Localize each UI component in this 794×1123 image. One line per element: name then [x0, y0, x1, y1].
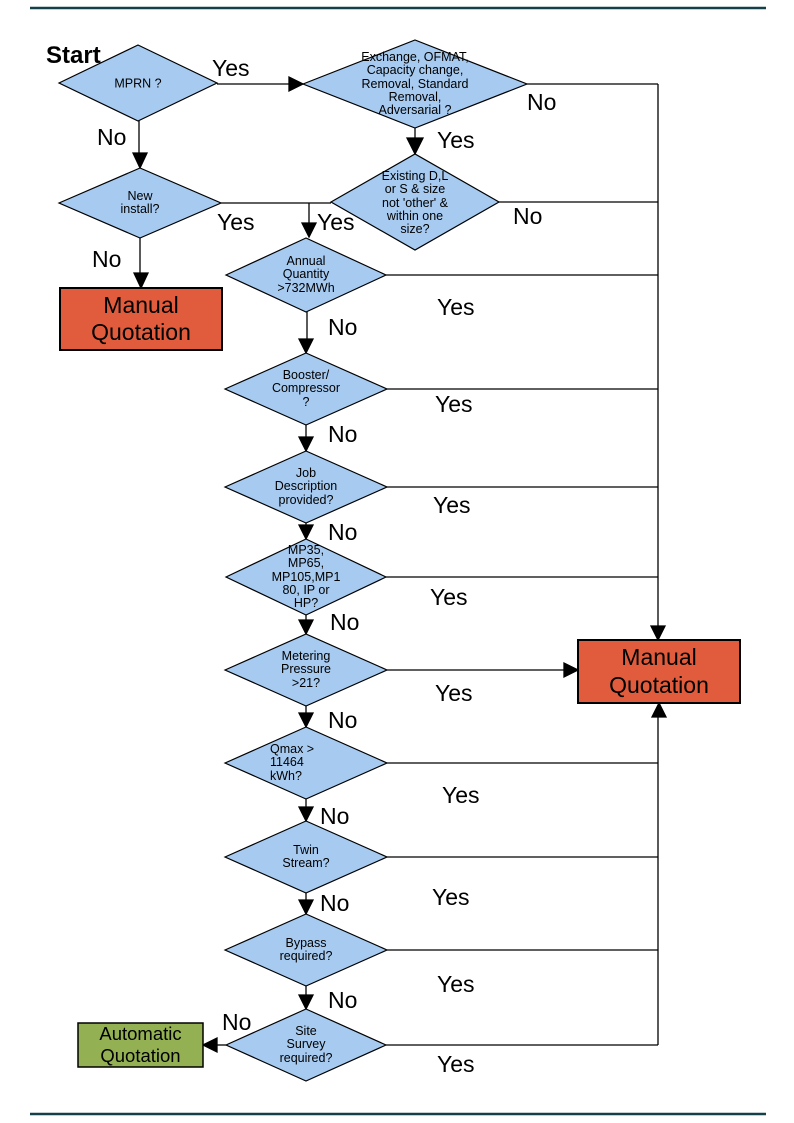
edge-label-metering-yes: Yes — [435, 680, 473, 706]
decision-bypass-label: Bypass required? — [279, 935, 333, 963]
edge-metering-yes — [387, 661, 580, 679]
edge-label-metering-no: No — [328, 707, 358, 733]
terminal-manual-right-shape — [577, 639, 741, 704]
terminal-manual-left-label: Manual Quotation — [91, 291, 191, 345]
edge-label-existing-no: No — [513, 203, 543, 229]
decision-mp35-label: MP35, MP65, MP105,MP1 80, IP or HP? — [271, 542, 341, 610]
edge-label-job-yes: Yes — [433, 492, 471, 518]
edge-twin-no — [297, 893, 315, 916]
decision-annual-label: Annual Quantity >732MWh — [277, 254, 335, 295]
decision-job-shape — [223, 450, 389, 524]
edge-label-booster-yes: Yes — [435, 391, 473, 417]
decision-new-install-shape — [57, 167, 223, 239]
arrowhead-down-icon — [297, 712, 315, 729]
arrowhead-down-icon — [405, 137, 425, 156]
edge-label-new-install-yes: Yes — [217, 209, 255, 235]
arrowhead-down-icon — [297, 619, 315, 636]
arrowhead-right-icon — [563, 661, 580, 679]
decision-exchange-label: Exchange, OFMAT, Capacity change, Remova… — [361, 49, 469, 117]
edge-label-annual-no: No — [328, 314, 358, 340]
edge-label-job-no: No — [328, 519, 358, 545]
edge-label-new-install-no: No — [92, 246, 122, 272]
decision-site-survey-label: Site Survey required? — [279, 1024, 333, 1065]
edge-mprn-no — [131, 121, 149, 170]
edge-label-exchange-no: No — [527, 89, 557, 115]
edge-label-site-yes: Yes — [437, 1051, 475, 1077]
edge-label-twin-no: No — [320, 890, 350, 916]
edge-new-install-no — [132, 238, 150, 290]
terminal-manual-right-label: Manual Quotation — [609, 644, 709, 698]
edge-mprn-yes — [217, 75, 305, 93]
edge-job-no — [297, 523, 315, 541]
edge-label-booster-no: No — [328, 421, 358, 447]
edge-label-bypass-no: No — [328, 987, 358, 1013]
arrowhead-down-icon — [297, 899, 315, 916]
terminal-manual-left-shape — [59, 287, 223, 351]
edge-site-no — [201, 1036, 226, 1054]
edge-annual-no — [297, 312, 315, 355]
edge-label-mprn-yes: Yes — [212, 55, 250, 81]
arrowhead-down-icon — [300, 222, 318, 239]
terminal-automatic-label: Automatic Quotation — [99, 1023, 182, 1066]
terminal-shapes — [59, 287, 741, 1068]
start-label: Start — [46, 42, 101, 69]
page-border-lines — [30, 6, 766, 1116]
terminal-automatic-shape — [77, 1022, 204, 1068]
trunk-lower — [650, 701, 668, 1045]
decision-metering-label: Metering Pressure >21? — [280, 649, 332, 690]
edge-label-mp35-no: No — [330, 609, 360, 635]
edge-qmax-no — [297, 799, 315, 823]
arrowhead-down-icon — [297, 524, 315, 541]
edge-label-site-no: No — [222, 1009, 252, 1035]
decision-new-install-label: New install? — [120, 188, 160, 216]
edge-booster-no — [297, 425, 315, 453]
decision-twin-label: Twin Stream? — [282, 842, 330, 870]
arrowhead-down-icon — [132, 272, 150, 290]
arrowhead-down-icon — [297, 806, 315, 823]
decision-shapes — [57, 39, 529, 1082]
edge-label-exchange-yes: Yes — [437, 127, 475, 153]
decision-qmax-label: Qmax > 11464 kWh? — [270, 742, 315, 783]
arrowhead-down-icon — [131, 152, 149, 170]
edge-label-bypass-yes: Yes — [437, 971, 475, 997]
edge-label-annual-yes: Yes — [437, 294, 475, 320]
decision-site-survey-shape — [224, 1008, 388, 1082]
decision-mprn-label: MPRN ? — [114, 76, 162, 91]
decision-job-label: Job Description provided? — [274, 466, 338, 507]
decision-qmax-shape — [223, 726, 389, 800]
decision-mprn-shape — [57, 44, 219, 122]
edge-exchange-yes — [405, 128, 425, 156]
arrowhead-down-icon — [297, 338, 315, 355]
edge-label-twin-yes: Yes — [432, 884, 470, 910]
decision-bypass-shape — [223, 913, 389, 987]
arrowhead-down-icon — [297, 994, 315, 1011]
decision-twin-shape — [223, 820, 389, 894]
arrowhead-left-icon — [201, 1036, 218, 1054]
decision-booster-label: Booster/ Compressor ? — [271, 368, 341, 409]
decision-annual-shape — [224, 237, 388, 313]
edge-metering-no — [297, 706, 315, 729]
edge-mp35-no — [297, 615, 315, 636]
edge-label-mp35-yes: Yes — [430, 584, 468, 610]
decision-metering-shape — [223, 633, 389, 707]
arrowhead-down-icon — [297, 436, 315, 453]
decision-existing-shape — [329, 153, 501, 251]
edge-label-mprn-no: No — [97, 124, 127, 150]
decision-booster-shape — [223, 352, 389, 426]
decision-mp35-shape — [224, 538, 388, 616]
edge-bypass-no — [297, 986, 315, 1011]
edge-label-existing-yes: Yes — [317, 209, 355, 235]
edge-merge-to-annual — [300, 203, 318, 239]
decision-existing-label: Existing D,L or S & size not 'other' & w… — [381, 168, 449, 236]
trunk-upper — [649, 84, 667, 642]
edge-label-qmax-no: No — [320, 803, 350, 829]
arrowhead-right-icon — [288, 75, 305, 93]
arrowhead-up-icon — [650, 701, 668, 718]
edge-label-qmax-yes: Yes — [442, 782, 480, 808]
decision-exchange-shape — [301, 39, 529, 129]
connectors — [131, 75, 668, 1054]
arrowhead-down-icon — [649, 625, 667, 642]
